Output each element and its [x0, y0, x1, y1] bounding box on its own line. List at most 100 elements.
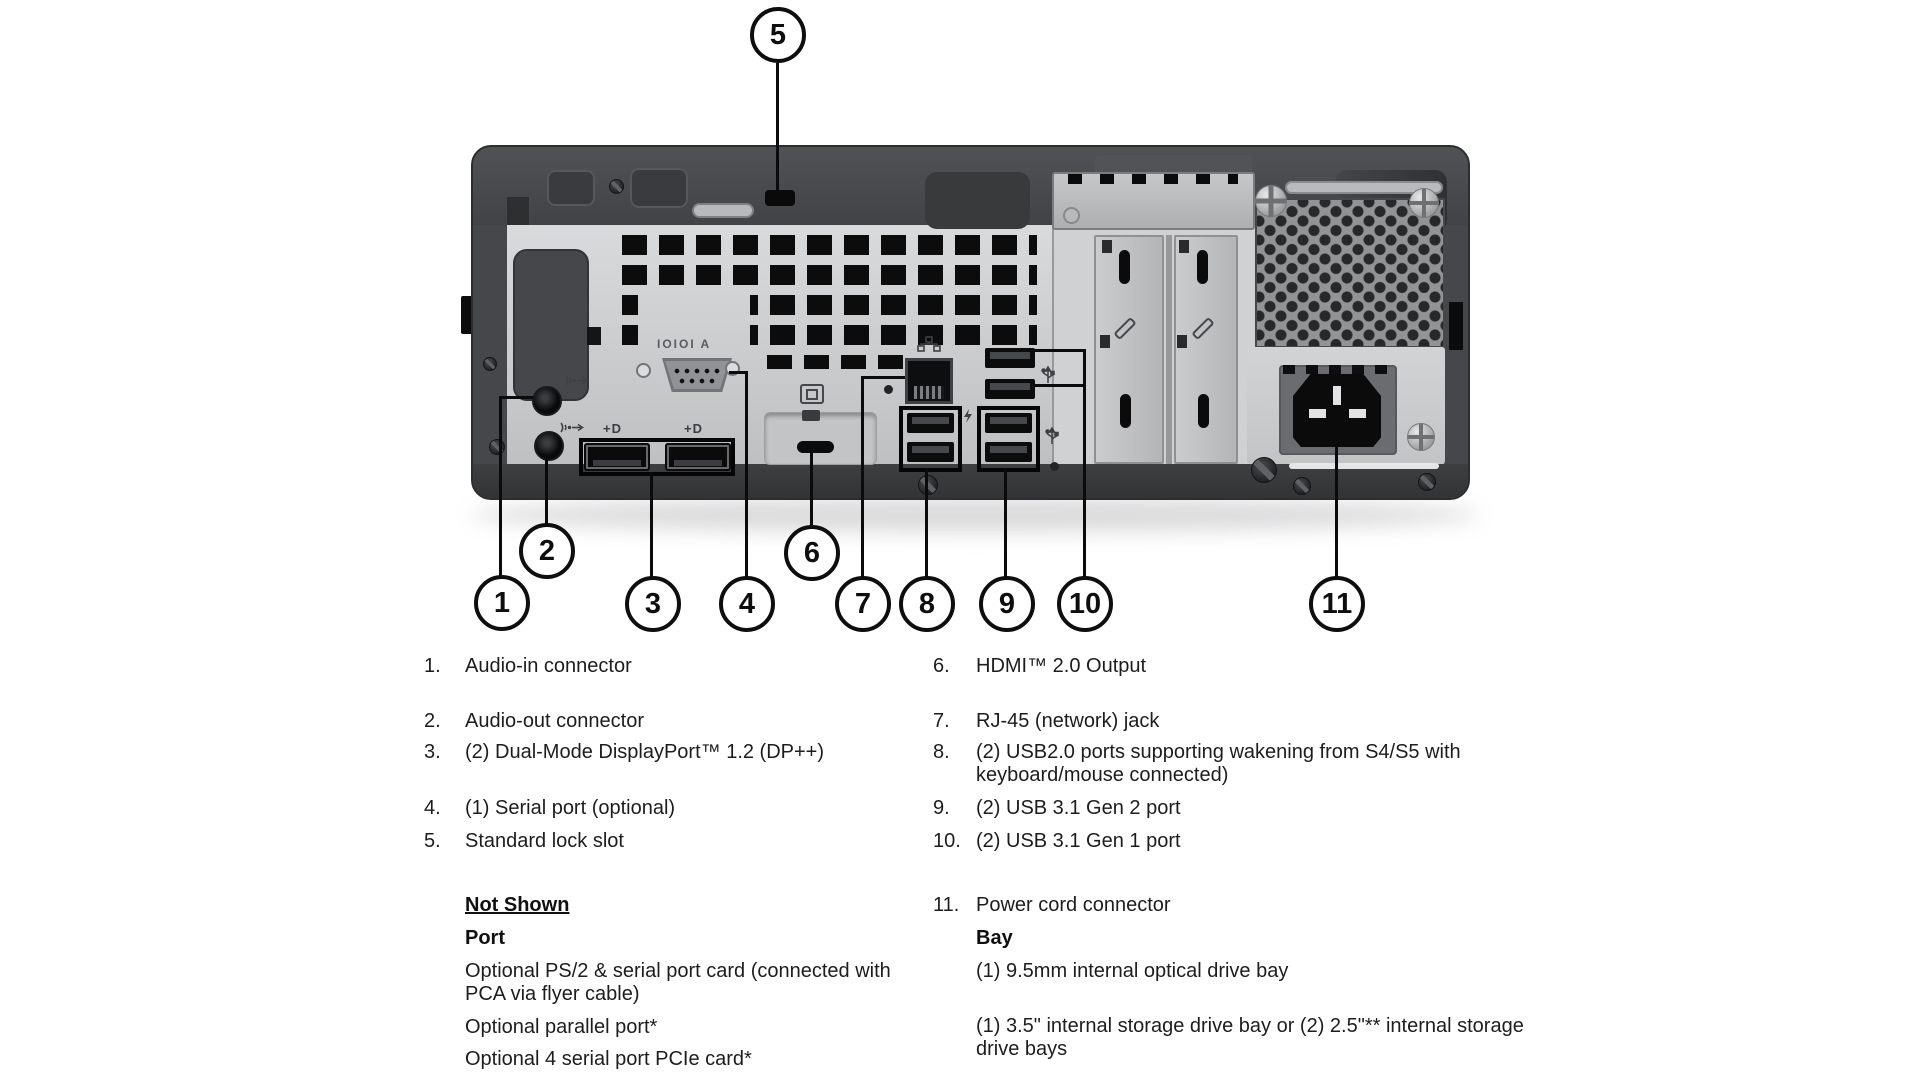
hdmi-port [797, 441, 834, 453]
audio-in-icon [563, 372, 593, 394]
callout-line-7-h [861, 376, 905, 379]
bay-item-storage: (1) 3.5" internal storage drive bay or (… [976, 1015, 1524, 1060]
psu-highlight-strip [1289, 463, 1439, 469]
antenna-blank-cover [513, 249, 589, 401]
psu-screw-mid-right [1407, 423, 1435, 451]
legend-item-usb31-gen2: (2) USB 3.1 Gen 2 port [976, 797, 1181, 819]
power-cord-connector [1293, 374, 1381, 447]
callout-6: 6 [784, 525, 840, 581]
callout-line-6 [810, 450, 813, 527]
usb-icon [1041, 364, 1055, 389]
usb31-gen2-port-2 [985, 442, 1032, 462]
left-frame-screw-2 [489, 439, 505, 455]
legend-item-usb31-gen1: (2) USB 3.1 Gen 1 port [976, 830, 1181, 852]
callout-line-10-h2 [1033, 384, 1086, 387]
chassis-shadow [470, 498, 1480, 532]
callout-6-label: 6 [803, 536, 821, 569]
callout-1-label: 1 [493, 586, 511, 619]
callout-2-label: 2 [538, 534, 556, 567]
power-pin-top [1333, 386, 1341, 405]
legend-num: 11. [933, 894, 960, 916]
callout-line-1-h [499, 396, 533, 399]
callout-line-10-h1 [1033, 349, 1086, 352]
callout-line-11 [1335, 443, 1338, 578]
legend-num: 7. [933, 710, 950, 732]
cover-latch [692, 203, 754, 218]
recess-teeth [1283, 365, 1393, 374]
hdmi-flap [764, 412, 877, 465]
network-icon [917, 336, 941, 357]
usb20-group-box [899, 406, 962, 472]
callout-4: 4 [719, 576, 775, 632]
callout-11: 11 [1309, 576, 1365, 632]
legend-num: 2. [424, 710, 441, 732]
bottom-screw-2 [1293, 477, 1311, 495]
serial-screw-hole-left [636, 363, 651, 378]
callout-line-2 [545, 458, 548, 525]
chassis-right-notch [1449, 302, 1463, 350]
callout-9-label: 9 [998, 587, 1016, 620]
legend-item-rj45: RJ-45 (network) jack [976, 710, 1160, 732]
callout-3-label: 3 [644, 587, 662, 620]
vent-grid-extra-row [767, 355, 907, 372]
power-pin-left [1309, 409, 1326, 418]
legend-item-power-cord: Power cord connector [976, 894, 1171, 916]
port-heading: Port [465, 927, 505, 949]
serial-patch [638, 287, 750, 359]
callout-10-label: 10 [1068, 587, 1102, 620]
slot2-notch-top [1179, 240, 1189, 253]
panel-corner-notch [507, 197, 529, 225]
usb-ss-icon [1045, 425, 1059, 450]
blank-cover-notch [587, 327, 601, 345]
rj45-port [905, 358, 953, 404]
callout-line-4-h [729, 371, 748, 374]
rj45-pins [914, 386, 944, 399]
serial-port-inner [665, 361, 729, 389]
legend-item-serial: (1) Serial port (optional) [465, 797, 676, 819]
bay-item-optical: (1) 9.5mm internal optical drive bay [976, 960, 1289, 982]
callout-7: 7 [835, 576, 891, 632]
not-shown-item-parallel: Optional parallel port* [465, 1016, 658, 1038]
audio-out-jack [534, 431, 564, 461]
psu-screw-top-right [1409, 188, 1439, 218]
bottom-screw-1 [918, 475, 938, 495]
top-screw [609, 179, 624, 194]
audio-in-jack [532, 386, 562, 416]
displayport-icon: +D [684, 421, 703, 436]
legend-num: 1. [424, 655, 441, 677]
legend-item-displayport: (2) Dual-Mode DisplayPort™ 1.2 (DP++) [465, 741, 825, 763]
left-frame-screw-1 [483, 357, 497, 371]
callout-line-4-v [745, 371, 748, 578]
callout-line-9 [1004, 468, 1007, 578]
top-band-ridge [1095, 155, 1252, 177]
slot-rail [1166, 235, 1172, 464]
psu-screw-top-left [1255, 185, 1287, 217]
hdmi-icon [800, 384, 824, 404]
usb31-gen1-port-2 [985, 379, 1035, 399]
callout-4-label: 4 [738, 587, 756, 620]
legend-item-usb20: (2) USB2.0 ports supporting wakening fro… [976, 741, 1461, 786]
hdmi-icon-inner [806, 388, 818, 400]
bottom-screw-3 [1418, 473, 1436, 491]
legend-num: 6. [933, 655, 950, 677]
slot1-notch-top [1102, 240, 1112, 253]
usb20-port-2 [907, 442, 954, 462]
audio-out-icon [558, 419, 588, 441]
callout-9: 9 [979, 576, 1035, 632]
displayport-icon: +D [603, 421, 622, 436]
displayport-group-box [579, 438, 735, 476]
bay-heading: Bay [976, 927, 1013, 949]
legend-item-audio-in: Audio-in connector [465, 655, 632, 677]
callout-5-label: 5 [769, 18, 787, 51]
slot2-top-vent [1197, 250, 1208, 284]
legend-num: 5. [424, 830, 441, 852]
callout-7-label: 7 [854, 587, 872, 620]
slot1-notch-mid [1100, 335, 1110, 348]
not-shown-title: Not Shown [465, 894, 570, 916]
panel-screw-dot-1 [884, 385, 893, 394]
power-pin-right [1349, 409, 1366, 418]
serial-port [662, 358, 732, 392]
slot1-bottom-vent [1120, 394, 1131, 428]
callout-3: 3 [625, 576, 681, 632]
